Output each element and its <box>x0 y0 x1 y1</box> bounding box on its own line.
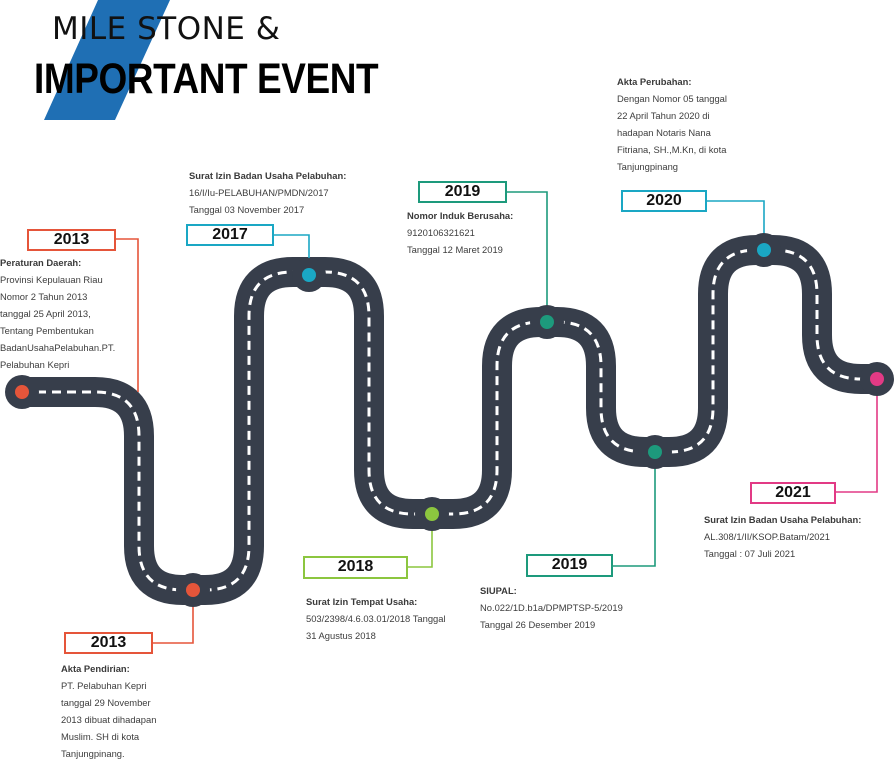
marker-2013a <box>5 375 39 409</box>
event-line: Tanggal 26 Desember 2019 <box>480 619 596 630</box>
event-2018-text: Surat Izin Tempat Usaha: 503/2398/4.6.03… <box>306 593 446 644</box>
marker-2017 <box>292 258 326 292</box>
event-line: 9120106321621 <box>407 227 475 238</box>
event-line: No.022/1D.b1a/DPMPTSP-5/2019 <box>480 602 623 613</box>
event-line: Pelabuhan Kepri <box>0 359 70 370</box>
event-line: PT. Pelabuhan Kepri <box>61 680 147 691</box>
connector-2019b <box>613 452 656 567</box>
marker-2018 <box>415 497 449 531</box>
road <box>7 235 892 605</box>
marker-2019a <box>530 305 564 339</box>
event-line: BadanUsahaPelabuhan.PT. <box>0 342 116 353</box>
event-line: Tanjungpinang <box>617 161 678 172</box>
event-line: Fitriana, SH.,M.Kn, di kota <box>617 144 727 155</box>
event-line: Provinsi Kepulauan Riau <box>0 274 103 285</box>
event-line: tanggal 25 April 2013, <box>0 308 91 319</box>
event-line: tanggal 29 November <box>61 697 151 708</box>
event-line: 31 Agustus 2018 <box>306 630 376 641</box>
event-2020-text: Akta Perubahan: Dengan Nomor 05 tanggal … <box>617 73 727 175</box>
event-line: Tanggal 12 Maret 2019 <box>407 244 503 255</box>
title-accent-stripe <box>44 0 170 120</box>
event-heading: Surat Izin Badan Usaha Pelabuhan: <box>704 514 862 525</box>
year-box-2018: 2018 <box>303 556 408 579</box>
event-line: AL.308/1/II/KSOP.Batam/2021 <box>704 531 830 542</box>
event-line: Tentang Pembentukan <box>0 325 94 336</box>
event-2019a-text: Nomor Induk Berusaha: 9120106321621 Tang… <box>407 207 513 258</box>
event-line: Nomor 2 Tahun 2013 <box>0 291 88 302</box>
event-line: hadapan Notaris Nana <box>617 127 711 138</box>
year-box-2020: 2020 <box>621 190 707 212</box>
event-heading: Surat Izin Tempat Usaha: <box>306 596 418 607</box>
event-line: Tanggal 03 November 2017 <box>189 204 305 215</box>
event-line: Muslim. SH di kota <box>61 731 140 742</box>
event-heading: SIUPAL: <box>480 585 517 596</box>
event-heading: Surat Izin Badan Usaha Pelabuhan: <box>189 170 347 181</box>
connector-2018 <box>408 514 433 568</box>
connector-2021 <box>836 379 878 493</box>
event-heading: Peraturan Daerah: <box>0 257 82 268</box>
event-2013a-text: Peraturan Daerah: Provinsi Kepulauan Ria… <box>0 254 115 373</box>
event-heading: Akta Perubahan: <box>617 76 692 87</box>
event-heading: Nomor Induk Berusaha: <box>407 210 514 221</box>
year-box-2019a: 2019 <box>418 181 507 203</box>
connector-2019a <box>507 191 548 322</box>
event-line: 22 April Tahun 2020 di <box>617 110 710 121</box>
title-important-event: IMPORTANT EVENT <box>34 55 379 103</box>
year-box-2021: 2021 <box>750 482 836 504</box>
event-line: 16/I/Iu-PELABUHAN/PMDN/2017 <box>189 187 329 198</box>
event-line: Tanjungpinang. <box>61 748 125 759</box>
title-milestone: MILE STONE & <box>52 11 281 47</box>
event-line: 2013 dibuat dihadapan <box>61 714 157 725</box>
event-line: Dengan Nomor 05 tanggal <box>617 93 727 104</box>
event-heading: Akta Pendirian: <box>61 663 130 674</box>
year-box-2017: 2017 <box>186 224 274 246</box>
event-2013b-text: Akta Pendirian: PT. Pelabuhan Kepri tang… <box>61 660 156 762</box>
road-center-dashes <box>22 248 877 592</box>
event-line: Tanggal : 07 Juli 2021 <box>704 548 796 559</box>
marker-2021 <box>860 362 894 396</box>
connector-2013b <box>153 590 194 644</box>
event-2019b-text: SIUPAL: No.022/1D.b1a/DPMPTSP-5/2019 Tan… <box>480 582 623 633</box>
connector-2013a <box>116 238 139 392</box>
marker-2020 <box>747 233 781 267</box>
event-2021-text: Surat Izin Badan Usaha Pelabuhan: AL.308… <box>704 511 861 562</box>
event-line: 503/2398/4.6.03.01/2018 Tanggal <box>306 613 446 624</box>
marker-2013b <box>176 573 210 607</box>
marker-2019b <box>638 435 672 469</box>
milestone-markers <box>5 233 894 607</box>
year-box-2013a: 2013 <box>27 229 116 251</box>
year-box-2013b: 2013 <box>64 632 153 654</box>
event-2017-text: Surat Izin Badan Usaha Pelabuhan: 16/I/I… <box>189 167 346 218</box>
year-box-2019b: 2019 <box>526 554 613 577</box>
